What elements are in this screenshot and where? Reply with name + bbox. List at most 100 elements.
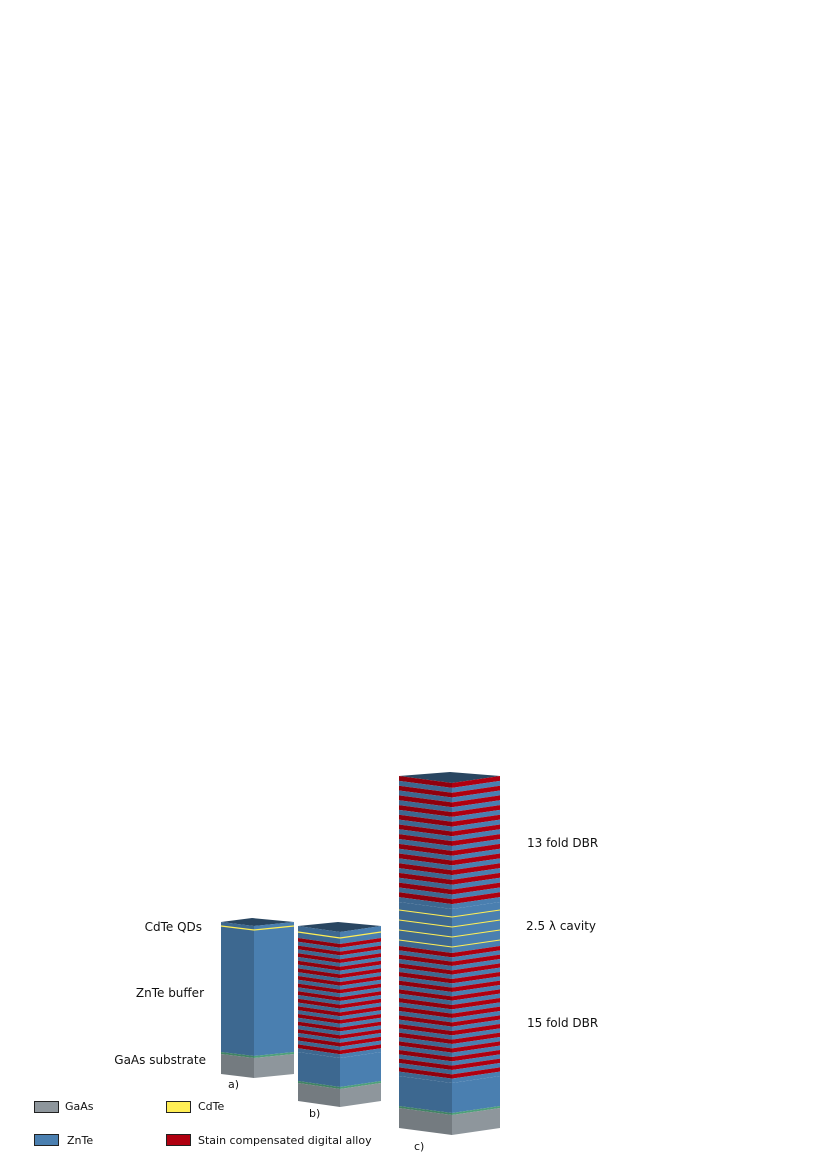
pillar-c-top-dbr-layer-left-face (399, 795, 452, 808)
pillar-c-top-dbr-layer-left-face (399, 882, 452, 895)
pillar-c-bottom-dbr-layer-left-face (399, 950, 452, 962)
pillar-b-dbr-layer-left-face (298, 1002, 340, 1013)
pillar-b-dbr-layer-right-face (340, 1017, 381, 1028)
pillar-a-substrate-right-face (254, 1054, 294, 1078)
pillar-a-buffer-left-face (221, 922, 254, 1056)
pillar-c-top-dbr-layer-left-face (399, 892, 452, 905)
pillar-c-bottom-dbr-layer-left-face (399, 1002, 452, 1014)
pillar-b-dbr-layer-left-face (298, 957, 340, 967)
pillar-b-dbr-layer-left-face (298, 964, 340, 975)
pillar-b-dbr-layer-left-face (298, 972, 340, 982)
pillar-c-top-dbr-layer-right-face (452, 848, 500, 861)
pillar-c-top-dbr-layer-left-face (399, 834, 452, 846)
pillar-c-bottom-dbr-layer-left-face (399, 1006, 452, 1018)
pillar-b-dbr-layer-left-face (298, 995, 340, 1005)
pillar-c-top-dbr-layer-left-face (399, 843, 452, 856)
pillar-c-bottom-dbr-layer-right-face (452, 1063, 500, 1075)
pillar-c-bottom-dbr-layer-left-face (399, 985, 452, 997)
pillar-c-bottom-dbr-layer-left-face (399, 1028, 452, 1040)
caption-c: c) (414, 1140, 425, 1153)
pillar-b-dbr-layer-left-face (298, 1017, 340, 1028)
pillar-c-bottom-dbr-layer-left-face (399, 959, 452, 971)
pillar-a-substrate-left-face (221, 1054, 254, 1078)
pillar-c-top-dbr-layer-right-face (452, 829, 500, 842)
pillar-b-dbr-layer-left-face (298, 1014, 340, 1024)
pillar-b-dbr-layer-right-face (340, 1044, 381, 1055)
pillar-c-top-dbr-layer-right-face (452, 814, 500, 827)
pillar-c-top-dbr-layer-right-face (452, 776, 500, 788)
pillar-b-dbr-layer-right-face (340, 1002, 381, 1013)
pillar-c-bottom-dbr-layer-left-face (399, 1058, 452, 1070)
pillar-c-top-dbr-layer-left-face (399, 853, 452, 866)
pillar-c-bottom-dbr-layer-left-face (399, 1041, 452, 1053)
pillar-c-bottom-dbr-layer-right-face (452, 1067, 500, 1079)
pillar-b-dbr-layer-right-face (340, 1040, 381, 1051)
pillar-b-dbr-layer-left-face (298, 976, 340, 986)
pillar-c-top-dbr-layer-left-face (399, 785, 452, 798)
pillar-b-dbr-layer-left-face (298, 983, 340, 994)
pillar-c-substrate-left-face (399, 1108, 452, 1135)
pillar-b-dbr-layer-left-face (298, 998, 340, 1009)
pillar-c-bottom-dbr-layer-left-face (399, 1045, 452, 1057)
pillar-c-bottom-dbr-layer-right-face (452, 1045, 500, 1057)
pillar-b-dbr-layer-right-face (340, 949, 381, 960)
pillar-b-dbr-layer-left-face (298, 987, 340, 998)
pillar-b-dbr-layer-left-face (298, 1033, 340, 1043)
pillar-b-dbr-layer-right-face (340, 1006, 381, 1017)
pillar-b-dbr-layer-right-face (340, 941, 381, 952)
pillar-c-bottom-dbr-layer-right-face (452, 1054, 500, 1066)
legend-swatch-znte (34, 1134, 59, 1146)
pillar-c-top-dbr-layer-right-face (452, 843, 500, 856)
pillar-c-top-dbr-layer-right-face (452, 882, 500, 895)
pillar-c-top-dbr-layer-left-face (399, 868, 452, 880)
pillar-c-bottom-dbr-layer-right-face (452, 1019, 500, 1031)
pillar-b-dbr-layer-right-face (340, 998, 381, 1009)
label-gaas-substrate: GaAs substrate (114, 1053, 206, 1067)
legend-swatch-cdte (166, 1101, 191, 1113)
pillar-b-dbr-layer-right-face (340, 957, 381, 967)
pillar-c-bottom-dbr-layer-left-face (399, 946, 452, 958)
pillar-c-bottom-dbr-layer-right-face (452, 959, 500, 971)
pillar-c-buffer-right-face (452, 1076, 500, 1113)
pillar-c-top-dbr-layer-right-face (452, 819, 500, 832)
pillar-c-top-dbr-layer-left-face (399, 809, 452, 822)
pillar-c-top-dbr-layer-left-face (399, 897, 452, 909)
pillar-c-bottom-dbr-layer-right-face (452, 998, 500, 1010)
pillar-b-dbr-layer-right-face (340, 953, 381, 963)
pillar-c-top-dbr-layer-right-face (452, 897, 500, 909)
pillar-c-qd-line-right-2 (451, 929, 501, 938)
pillar-b-dbr-layer-right-face (340, 1048, 381, 1058)
pillar-c-bottom-dbr-layer-left-face (399, 980, 452, 992)
pillar-b-dbr-layer-right-face (340, 938, 381, 948)
pillar-b (297, 922, 382, 1107)
pillar-a-top (221, 918, 294, 926)
pillar-b-dbr-layer-left-face (298, 1010, 340, 1020)
pillar-c-bottom-dbr-layer-right-face (452, 950, 500, 962)
pillar-b-dbr-layer-left-face (298, 938, 340, 948)
pillar-c-bottom-dbr-layer-right-face (452, 954, 500, 966)
pillar-b-dbr-layer-left-face (298, 941, 340, 952)
pillar-b-dbr-layer-right-face (340, 995, 381, 1005)
pillar-c-bottom-dbr-layer-right-face (452, 980, 500, 992)
pillar-b-dbr-layer-left-face (298, 945, 340, 956)
pillar-a-interface-left-face (221, 1052, 254, 1058)
pillar-c-cavity-right-face (452, 902, 500, 953)
pillar-c-bottom-dbr-layer-right-face (452, 989, 500, 1001)
pillar-a-interface-right-face (254, 1052, 294, 1058)
pillar-b-interface-right-face (340, 1081, 381, 1089)
legend-label-cdte: CdTe (198, 1100, 225, 1113)
pillar-b-dbr-layer-left-face (298, 1048, 340, 1058)
pillar-c-substrate-right-face (452, 1108, 500, 1135)
legend-label-znte: ZnTe (67, 1134, 94, 1147)
pillar-b-dbr-layer-left-face (298, 1006, 340, 1017)
pillar-c-qd-line-right-1 (451, 919, 501, 928)
pillar-c-bottom-dbr-layer-right-face (452, 985, 500, 997)
pillar-c-bottom-dbr-layer-left-face (399, 976, 452, 988)
label-cavity: 2.5 λ cavity (526, 919, 597, 933)
pillar-c-bottom-dbr-layer-left-face (399, 1015, 452, 1027)
pillar-c-interface-left-face (399, 1106, 452, 1115)
pillar-c-top-dbr-layer-left-face (399, 858, 452, 871)
pillar-c-top-dbr-layer-right-face (452, 800, 500, 813)
pillar-b-dbr-layer-right-face (340, 1014, 381, 1024)
legend-swatch-alloy (166, 1134, 191, 1146)
